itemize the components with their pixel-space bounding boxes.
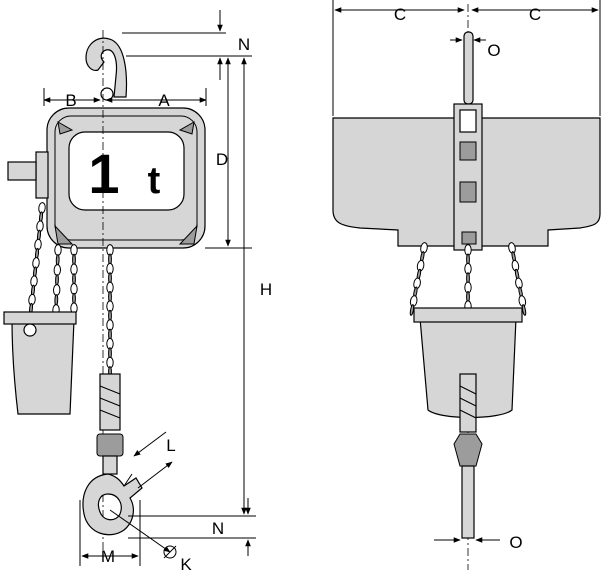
frame-gear-3 [461,231,477,245]
chain-link [54,294,59,306]
chain-link [53,264,62,276]
chain-link [70,263,78,276]
side-swivel [453,433,483,467]
dim-D: D [216,150,228,169]
chain-link [52,284,61,296]
side-view: C C O O [332,0,601,570]
front-view: 1 t [3,10,272,574]
dim-O-top: O [487,41,500,60]
safety-latch [123,473,133,487]
chain-link [70,244,78,256]
chain-link [54,244,62,256]
frame-gear-1 [459,141,477,161]
chain-link [55,274,59,286]
frame-window-top [459,109,477,133]
hand-chain [26,202,78,324]
frame-gear-2 [459,181,477,203]
swivel-neck [102,455,118,475]
chain-link [72,292,76,305]
top-suspension [463,31,474,105]
chain-link [70,283,78,295]
dim-N-bottom: N [212,519,224,538]
dim-A: A [158,91,170,110]
dim-N-top: N [238,35,250,54]
hoist-body: 1 t [7,107,206,249]
load-chain [106,244,114,378]
swivel-block [96,433,124,457]
dim-M: M [101,547,115,566]
dimension-lines-front [43,10,256,566]
chain-link [72,253,76,266]
dim-H: H [260,280,272,299]
dim-B: B [65,91,76,110]
dimension-lines-side [332,0,601,543]
dim-C-left: C [394,5,406,24]
side-housing [35,151,49,199]
dim-K: K [180,555,192,574]
lower-hook [82,373,143,536]
dim-O-bottom: O [509,533,522,552]
capacity-number: 1 [88,142,119,205]
chain-bucket [3,311,77,415]
dim-L: L [166,436,175,455]
drive-shaft [7,161,37,181]
top-hook [85,37,128,101]
dim-C-right: C [529,5,541,24]
capacity-unit: t [148,160,161,202]
chain-link [521,304,527,316]
chain-link [55,254,60,266]
chain-link [72,273,76,286]
capacity-plate [68,131,185,211]
side-spring [459,373,477,433]
side-hook-shank [461,465,475,539]
chain-link [409,304,415,316]
